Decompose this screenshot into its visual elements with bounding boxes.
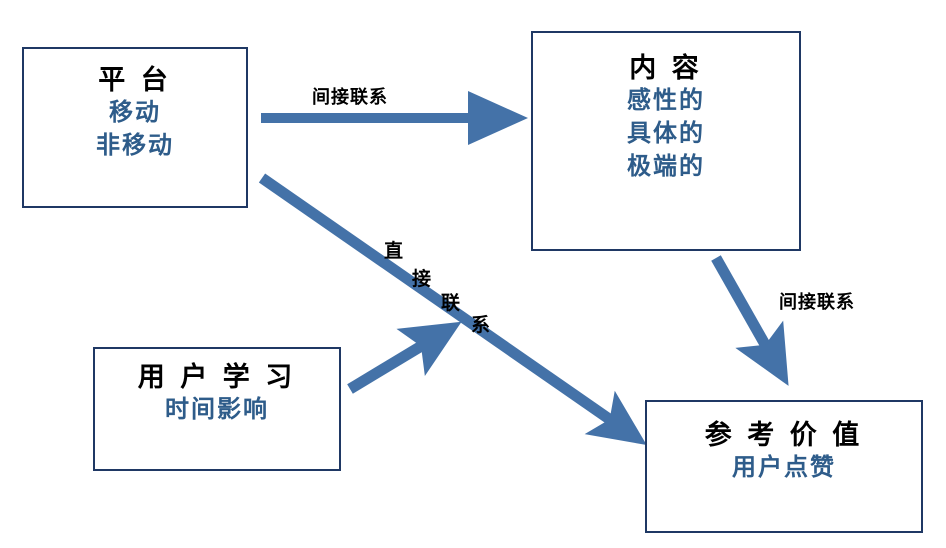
arrow-learning-to-diagonal [347, 321, 462, 394]
node-content-sub-1: 感性的 [627, 87, 705, 115]
edge-label-platform-to-reference-char-3: 联 [441, 293, 461, 314]
node-user-learning[interactable]: 用 户 学 习 时间影响 [93, 347, 341, 471]
node-reference-value-sub-1: 用户点赞 [732, 454, 836, 482]
edge-label-platform-to-reference-char-4: 系 [471, 315, 491, 336]
node-content-sub-3: 极端的 [627, 153, 705, 181]
node-content-sub-2: 具体的 [627, 120, 705, 148]
node-content[interactable]: 内 容 感性的 具体的 极端的 [531, 31, 801, 251]
node-platform-title: 平 台 [98, 65, 172, 95]
node-platform[interactable]: 平 台 移动 非移动 [22, 47, 248, 208]
node-user-learning-sub-1: 时间影响 [165, 396, 269, 424]
edge-label-platform-to-content: 间接联系 [312, 87, 388, 107]
node-reference-value-title: 参 考 价 值 [704, 420, 864, 450]
node-reference-value[interactable]: 参 考 价 值 用户点赞 [645, 400, 923, 533]
node-user-learning-title: 用 户 学 习 [137, 362, 297, 392]
edge-label-platform-to-reference-char-1: 直 [384, 241, 404, 262]
node-platform-sub-1: 移动 [109, 99, 161, 127]
node-platform-sub-2: 非移动 [96, 132, 174, 160]
edge-label-platform-to-reference-char-2: 接 [412, 269, 432, 290]
edge-label-content-to-reference: 间接联系 [779, 292, 855, 312]
node-content-title: 内 容 [629, 53, 703, 83]
arrow-content-to-reference [711, 255, 789, 386]
